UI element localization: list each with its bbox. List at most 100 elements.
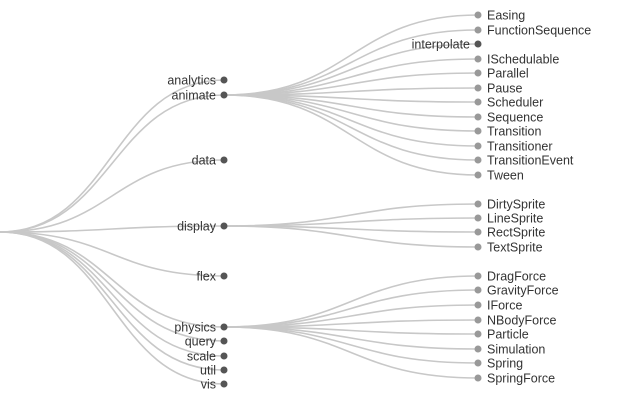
- node-dot-transition[interactable]: [474, 127, 482, 135]
- node-dot-linesprite[interactable]: [474, 214, 482, 222]
- node-vis[interactable]: vis: [201, 378, 228, 392]
- node-dot-physics[interactable]: [220, 323, 228, 331]
- node-dot-tween[interactable]: [474, 171, 482, 179]
- node-dot-rectsprite[interactable]: [474, 228, 482, 236]
- node-simulation[interactable]: Simulation: [474, 343, 546, 357]
- node-label-pause: Pause: [487, 82, 522, 96]
- node-label-linesprite: LineSprite: [487, 212, 543, 226]
- node-dot-spring[interactable]: [474, 359, 482, 367]
- node-dot-query[interactable]: [220, 337, 228, 345]
- node-dot-flex[interactable]: [220, 272, 228, 280]
- node-label-analytics: analytics: [167, 74, 216, 88]
- link-animate-transitionevent: [223, 94, 479, 161]
- node-query[interactable]: query: [185, 335, 228, 349]
- node-label-tween: Tween: [487, 169, 524, 183]
- node-easing[interactable]: Easing: [474, 9, 526, 23]
- node-dot-parallel[interactable]: [474, 69, 482, 77]
- node-dot-sequence[interactable]: [474, 113, 482, 121]
- node-label-simulation: Simulation: [487, 343, 545, 357]
- node-particle[interactable]: Particle: [474, 328, 529, 342]
- link-root-vis: [0, 231, 225, 385]
- node-label-particle: Particle: [487, 328, 529, 342]
- node-dot-analytics[interactable]: [220, 76, 228, 84]
- node-label-nbodyforce: NBodyForce: [487, 314, 557, 328]
- node-analytics[interactable]: analytics: [167, 74, 228, 88]
- node-ischedulable[interactable]: ISchedulable: [474, 53, 560, 67]
- node-dot-simulation[interactable]: [474, 345, 482, 353]
- node-tween[interactable]: Tween: [474, 169, 524, 183]
- node-dot-functionsequence[interactable]: [474, 26, 482, 34]
- node-dot-pause[interactable]: [474, 84, 482, 92]
- node-label-animate: animate: [172, 89, 217, 103]
- node-dirtysprite[interactable]: DirtySprite: [474, 198, 546, 212]
- node-dot-easing[interactable]: [474, 11, 482, 19]
- node-parallel[interactable]: Parallel: [474, 67, 529, 81]
- node-textsprite[interactable]: TextSprite: [474, 241, 543, 255]
- link-animate-easing: [223, 14, 479, 96]
- node-dragforce[interactable]: DragForce: [474, 270, 547, 284]
- link-animate-ischedulable: [223, 58, 479, 96]
- node-label-iforce: IForce: [487, 299, 522, 313]
- node-rectsprite[interactable]: RectSprite: [474, 226, 546, 240]
- node-dot-dragforce[interactable]: [474, 272, 482, 280]
- node-label-sequence: Sequence: [487, 111, 543, 125]
- link-physics-nbodyforce: [223, 319, 479, 328]
- link-animate-transition: [223, 94, 479, 132]
- node-dot-iforce[interactable]: [474, 301, 482, 309]
- node-dot-springforce[interactable]: [474, 374, 482, 382]
- node-linesprite[interactable]: LineSprite: [474, 212, 544, 226]
- node-transition[interactable]: Transition: [474, 125, 542, 139]
- node-dot-nbodyforce[interactable]: [474, 316, 482, 324]
- node-data[interactable]: data: [192, 154, 228, 168]
- node-dot-transitionevent[interactable]: [474, 156, 482, 164]
- node-spring[interactable]: Spring: [474, 357, 524, 371]
- node-dot-ischedulable[interactable]: [474, 55, 482, 63]
- node-dot-vis[interactable]: [220, 380, 228, 388]
- node-springforce[interactable]: SpringForce: [474, 372, 556, 386]
- node-dot-interpolate[interactable]: [474, 40, 482, 48]
- node-animate[interactable]: animate: [172, 89, 228, 103]
- node-nbodyforce[interactable]: NBodyForce: [474, 314, 557, 328]
- node-label-vis: vis: [201, 378, 216, 392]
- node-scale[interactable]: scale: [187, 350, 228, 364]
- node-dot-animate[interactable]: [220, 91, 228, 99]
- node-interpolate[interactable]: interpolate: [412, 38, 482, 52]
- node-flex[interactable]: flex: [197, 270, 228, 284]
- node-label-scale: scale: [187, 350, 216, 364]
- node-dot-textsprite[interactable]: [474, 243, 482, 251]
- node-functionsequence[interactable]: FunctionSequence: [474, 24, 592, 38]
- node-label-springforce: SpringForce: [487, 372, 555, 386]
- node-label-data: data: [192, 154, 216, 168]
- node-physics[interactable]: physics: [174, 321, 228, 335]
- node-iforce[interactable]: IForce: [474, 299, 523, 313]
- node-scheduler[interactable]: Scheduler: [474, 96, 544, 110]
- node-label-scheduler: Scheduler: [487, 96, 543, 110]
- link-display-textsprite: [223, 225, 479, 248]
- node-dot-display[interactable]: [220, 222, 228, 230]
- node-dot-dirtysprite[interactable]: [474, 200, 482, 208]
- node-dot-scheduler[interactable]: [474, 98, 482, 106]
- node-gravityforce[interactable]: GravityForce: [474, 284, 559, 298]
- node-dot-transitioner[interactable]: [474, 142, 482, 150]
- node-label-physics: physics: [174, 321, 216, 335]
- node-label-flex: flex: [197, 270, 217, 284]
- node-display[interactable]: display: [177, 220, 228, 234]
- node-sequence[interactable]: Sequence: [474, 111, 544, 125]
- node-util[interactable]: util: [200, 364, 228, 378]
- node-label-transitioner: Transitioner: [487, 140, 553, 154]
- link-physics-gravityforce: [223, 289, 479, 328]
- link-physics-spring: [223, 326, 479, 364]
- tree-links: [0, 14, 479, 385]
- node-transitioner[interactable]: Transitioner: [474, 140, 553, 154]
- node-dot-util[interactable]: [220, 366, 228, 374]
- node-label-interpolate: interpolate: [412, 38, 470, 52]
- node-dot-particle[interactable]: [474, 330, 482, 338]
- node-transitionevent[interactable]: TransitionEvent: [474, 154, 574, 168]
- node-pause[interactable]: Pause: [474, 82, 523, 96]
- node-dot-data[interactable]: [220, 156, 228, 164]
- node-dot-scale[interactable]: [220, 352, 228, 360]
- node-label-util: util: [200, 364, 216, 378]
- node-dot-gravityforce[interactable]: [474, 286, 482, 294]
- node-label-rectsprite: RectSprite: [487, 226, 545, 240]
